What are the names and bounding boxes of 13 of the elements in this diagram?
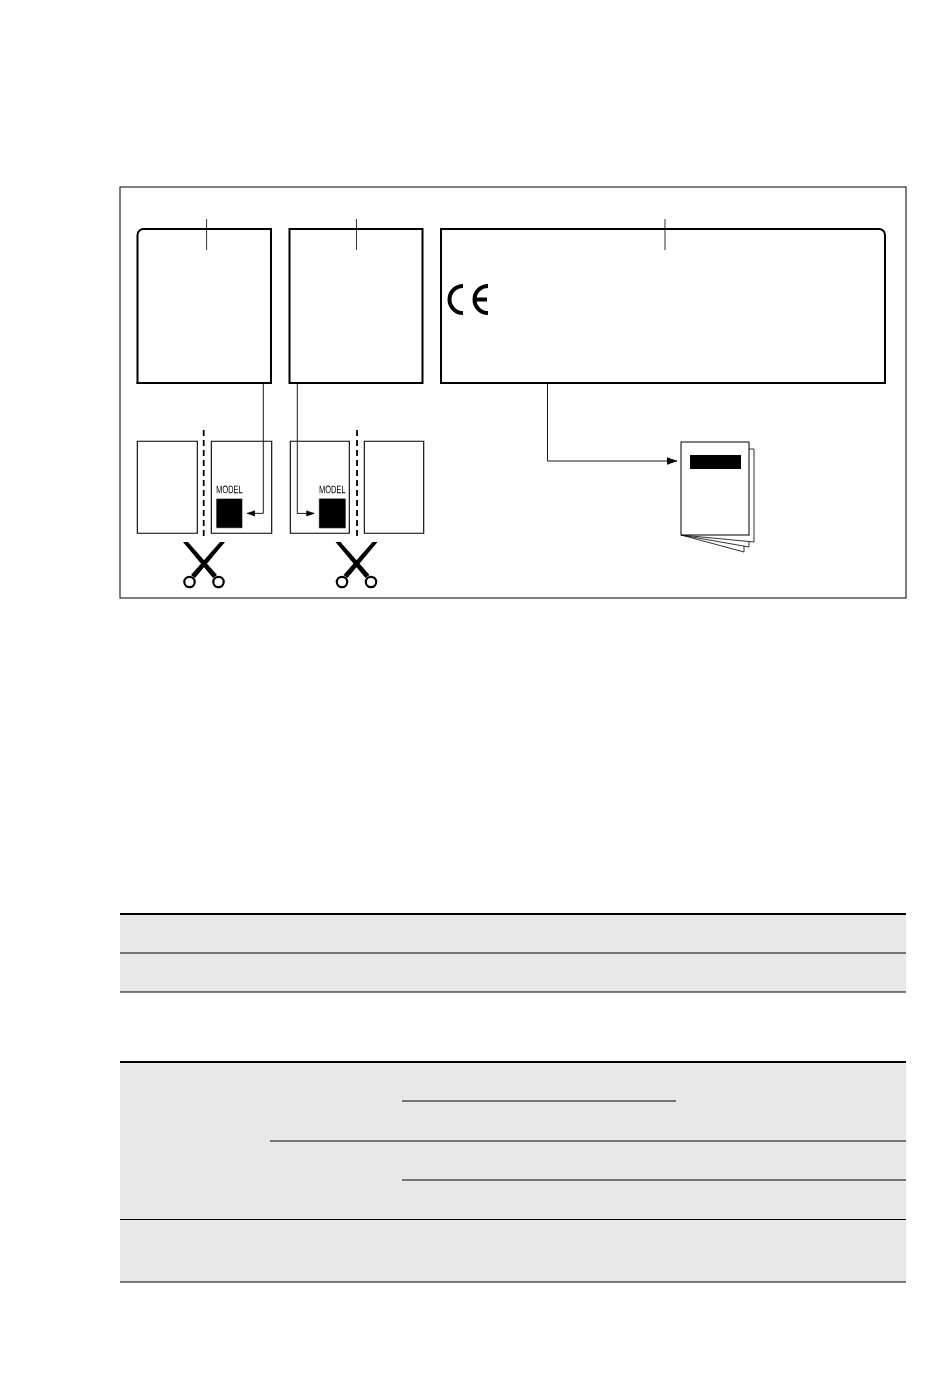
label-box (288, 228, 424, 384)
model-panel: MODEL (210, 440, 273, 534)
blank-panel (363, 440, 425, 534)
arrow (246, 382, 264, 517)
model-panel: MODEL (289, 440, 350, 534)
sticker-square (319, 498, 346, 529)
sticker-square (216, 498, 243, 528)
label-box (440, 228, 886, 384)
booklet-picture (680, 441, 755, 553)
blank-panel (136, 440, 198, 534)
label-box (136, 228, 272, 384)
arrow (547, 382, 678, 465)
arrow (296, 382, 315, 517)
